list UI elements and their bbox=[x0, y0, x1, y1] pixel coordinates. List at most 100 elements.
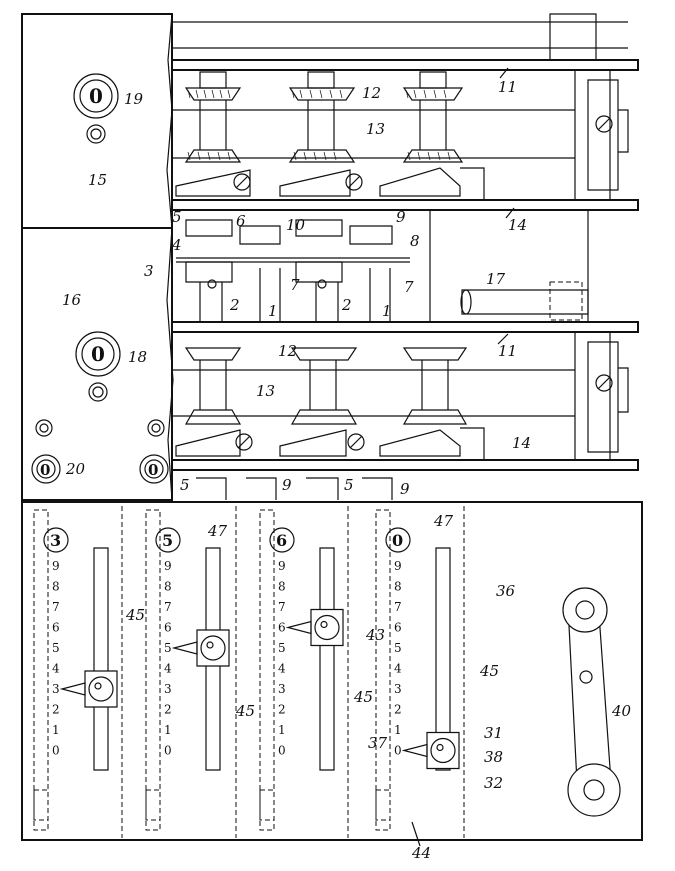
mid-label-8: 8 bbox=[410, 232, 420, 250]
dial-19-digit: 0 bbox=[89, 84, 103, 108]
rail-11-bottom: 11 bbox=[498, 342, 517, 360]
window-disk bbox=[269, 527, 295, 553]
scale-digit: 6 bbox=[52, 621, 60, 635]
window-disk bbox=[155, 527, 181, 553]
knob-highlight bbox=[206, 641, 214, 649]
slot-label-45b: 45 bbox=[235, 702, 255, 720]
window-disk bbox=[385, 527, 411, 553]
middle-mechanism: 5 6 10 9 8 4 3 7 7 2 1 2 1 bbox=[144, 208, 420, 322]
window-digit: 5 bbox=[162, 531, 173, 550]
knob-label-32: 32 bbox=[484, 774, 503, 792]
scale-digit: 0 bbox=[52, 744, 60, 758]
scale-digit: 8 bbox=[278, 580, 286, 594]
scale-digit: 5 bbox=[278, 641, 286, 655]
scale-digit: 0 bbox=[394, 744, 402, 758]
indicator-label-43: 43 bbox=[365, 626, 385, 644]
lower-guide bbox=[259, 789, 275, 831]
lower-guide bbox=[375, 789, 391, 831]
digit-columns: 3987654321059876543210698765432100987654… bbox=[33, 509, 460, 831]
scale-digit: 2 bbox=[394, 703, 402, 717]
knob-label-31: 31 bbox=[484, 724, 503, 742]
bevel-gear-3 bbox=[402, 71, 464, 163]
scale-digit: 0 bbox=[278, 744, 286, 758]
pointer bbox=[401, 743, 428, 758]
scale-digit: 5 bbox=[52, 641, 60, 655]
slot-label-45c: 45 bbox=[353, 688, 373, 706]
window-digit: 6 bbox=[276, 531, 287, 550]
scale-digit: 2 bbox=[278, 703, 286, 717]
scale-digit: 3 bbox=[394, 682, 402, 696]
knob bbox=[200, 635, 226, 661]
knob-highlight bbox=[436, 743, 444, 752]
frame-14-low: 14 bbox=[512, 434, 531, 452]
scale-digit: 4 bbox=[52, 662, 60, 676]
lower-label-9b: 9 bbox=[400, 480, 410, 498]
scale-digit: 7 bbox=[52, 600, 60, 614]
column-guide bbox=[33, 509, 49, 821]
gear-12-top: 12 bbox=[362, 84, 381, 102]
knob-highlight bbox=[320, 620, 328, 629]
mid-label-6: 6 bbox=[236, 212, 246, 230]
lower-label-9a: 9 bbox=[282, 476, 292, 494]
dial-right-digit: 0 bbox=[148, 461, 158, 479]
scale-digit: 4 bbox=[164, 662, 172, 676]
mid-label-4: 4 bbox=[171, 236, 182, 254]
mid-label-3: 3 bbox=[144, 262, 154, 280]
scale-digit: 8 bbox=[394, 580, 402, 594]
scale-digit: 6 bbox=[278, 621, 286, 635]
scale-digit: 7 bbox=[278, 600, 286, 614]
plate-36-label: 36 bbox=[496, 582, 516, 600]
lower-label-5b: 5 bbox=[344, 476, 354, 494]
frame-rails: 11 11 14 14 bbox=[171, 13, 639, 471]
knob bbox=[430, 737, 456, 764]
knob-label-38: 38 bbox=[484, 748, 503, 766]
column-guide bbox=[259, 509, 275, 821]
mid-label-5: 5 bbox=[172, 208, 182, 226]
mid-label-2a: 2 bbox=[229, 296, 240, 314]
pointer bbox=[59, 682, 86, 696]
bottom-label-44: 44 bbox=[411, 844, 431, 862]
slot-17: 17 bbox=[460, 270, 589, 321]
scale-digit: 8 bbox=[164, 580, 172, 594]
scale-digit: 1 bbox=[278, 723, 286, 737]
lower-guide bbox=[145, 789, 161, 831]
shaft-13-top: 13 bbox=[366, 120, 385, 138]
scale-digit: 3 bbox=[278, 682, 286, 696]
upper-gear-row: 12 13 bbox=[172, 71, 575, 200]
front-plate: 36 bbox=[21, 501, 643, 841]
scale-digit: 4 bbox=[394, 662, 402, 676]
dial-18: 0 18 bbox=[75, 331, 147, 402]
mid-label-1b: 1 bbox=[382, 302, 392, 320]
small-rings bbox=[35, 419, 165, 437]
scale-digit: 2 bbox=[52, 703, 60, 717]
shaft-13-bottom: 13 bbox=[256, 382, 275, 400]
scale-digit: 8 bbox=[52, 580, 60, 594]
pointer-label-37: 37 bbox=[368, 734, 388, 752]
column-labels: 45 45 45 45 47 47 43 37 31 38 32 44 bbox=[125, 512, 503, 862]
window-digit: 0 bbox=[392, 531, 403, 550]
window-disk bbox=[43, 527, 69, 553]
scale-digit: 7 bbox=[164, 600, 172, 614]
lower-label-5a: 5 bbox=[180, 476, 190, 494]
knob bbox=[314, 614, 340, 641]
column-guide bbox=[145, 509, 161, 821]
lower-gear-row: 12 13 5 9 5 9 bbox=[172, 342, 575, 500]
knob bbox=[88, 676, 114, 702]
scale-digit: 1 bbox=[394, 723, 402, 737]
scale-digit: 9 bbox=[164, 559, 172, 573]
plate-16-label: 16 bbox=[62, 291, 82, 309]
scale-digit: 7 bbox=[394, 600, 402, 614]
knob-highlight bbox=[94, 682, 102, 690]
window-label-47b: 47 bbox=[433, 512, 454, 530]
lever-label-40: 40 bbox=[611, 702, 632, 720]
dial-18-digit: 0 bbox=[91, 342, 105, 366]
scale-digit: 5 bbox=[394, 641, 402, 655]
pointer bbox=[285, 620, 312, 635]
lever-40: 40 bbox=[562, 587, 632, 817]
scale-digit: 9 bbox=[52, 559, 60, 573]
lower-guide bbox=[33, 789, 49, 831]
